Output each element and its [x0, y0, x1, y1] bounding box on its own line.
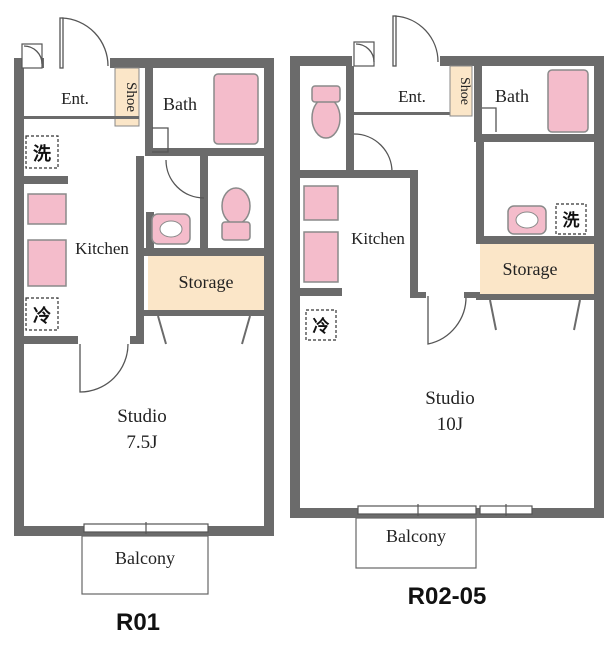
r02-studio-size: 10J	[437, 414, 463, 435]
r01-wall-left	[14, 58, 24, 536]
r02-storage-wall-bottom	[476, 294, 604, 300]
r01-wall-right	[264, 58, 274, 536]
r01-fridge-label: 冷	[33, 305, 51, 326]
r02-balcony-window	[357, 505, 477, 515]
r02-toilet	[311, 97, 341, 139]
r01-washer-label: 洗	[33, 143, 51, 164]
r02-wall-right	[594, 56, 604, 518]
r02-bath-label: Bath	[495, 86, 529, 106]
r02-toilet-wall-bottom	[300, 170, 410, 178]
r02-kitchen-divider	[410, 170, 418, 296]
r02-wash-wall	[476, 142, 484, 238]
r01-toilet-wall	[200, 156, 208, 248]
r02-balcony-label: Balcony	[386, 526, 446, 546]
r01-kitchen-counter-top	[27, 193, 67, 225]
r02-shoe-label: Shoe	[457, 77, 472, 105]
r01-storage-label: Storage	[179, 272, 234, 292]
r01-bath-door	[152, 127, 169, 153]
r02-shoe-cabinet	[449, 65, 473, 117]
r01-toilet-door-arc	[165, 159, 205, 199]
r02-entrance-door	[353, 15, 439, 67]
r02-entrance-label: Ent.	[398, 87, 426, 106]
r02-toilet-wall	[346, 66, 354, 178]
r02-storage-doors	[489, 299, 581, 331]
r01-kitchen-wall	[24, 176, 68, 184]
r02-fridge-symbol	[305, 309, 337, 341]
r02-toilet-tank	[311, 85, 341, 103]
r02-wall-left	[290, 56, 300, 518]
r01-wall-top-b	[110, 58, 274, 68]
r01-storage	[148, 256, 264, 310]
r01-entrance-label: Ent.	[61, 89, 89, 108]
r01-studio-size: 7.5J	[126, 432, 157, 453]
r01-storage-wall-bottom	[142, 310, 274, 316]
r01-bath-label: Bath	[163, 94, 197, 114]
r02-studio-wall-a	[410, 292, 426, 298]
r01-bath-wall-left	[145, 68, 153, 156]
r01-studio-label: Studio	[117, 406, 167, 427]
r02-storage	[480, 244, 594, 294]
r02-title: R02-05	[408, 583, 487, 610]
r01-entrance-door	[21, 17, 109, 69]
r01-balcony-label: Balcony	[115, 548, 175, 568]
r01-title: R01	[116, 609, 160, 636]
plan-r01: Shoe Ent. Bath Storage 洗 Kitchen	[14, 17, 274, 636]
r01-balcony	[81, 535, 209, 595]
r02-storage-wall-top	[476, 236, 604, 244]
r01-wash-wall	[146, 212, 154, 248]
r01-bathtub	[213, 73, 259, 145]
r01-storage-wall-top	[142, 248, 274, 256]
r01-kitchen-label: Kitchen	[75, 239, 129, 258]
r02-storage-label: Storage	[503, 259, 558, 279]
r02-entrance-step	[354, 112, 450, 115]
r02-toilet-door	[353, 133, 393, 173]
r02-kitchen-counter-top	[303, 185, 339, 221]
r02-bathtub	[547, 69, 589, 133]
r02-wall-top-b	[440, 56, 604, 66]
r02-kitchen-wall-bottom	[300, 288, 342, 296]
r02-fridge-label: 冷	[313, 316, 330, 336]
r01-fridge-symbol	[25, 297, 59, 331]
r02-balcony	[355, 517, 477, 569]
r02-studio-label: Studio	[425, 388, 475, 409]
r02-studio-door	[427, 295, 467, 345]
r02-kitchen-label: Kitchen	[351, 229, 405, 248]
r02-washer-label: 洗	[563, 210, 580, 230]
r02-washer-symbol	[555, 203, 587, 235]
r02-wall-top-a	[290, 56, 352, 66]
r01-studio-wall-a	[24, 336, 78, 344]
r02-bath-wall	[474, 66, 482, 142]
r01-washer-symbol	[25, 135, 59, 169]
r01-toilet-tank	[221, 221, 251, 241]
r01-kitchen-sink	[27, 239, 67, 287]
r01-bath-wall-bottom	[145, 148, 274, 156]
r01-entrance-step	[24, 116, 139, 119]
r01-studio-door	[79, 343, 129, 393]
r01-shoe-label: Shoe	[123, 82, 139, 112]
r02-bath-wall-bottom	[474, 134, 604, 142]
r02-studio-wall-b	[464, 292, 480, 298]
r01-toilet	[221, 187, 251, 225]
plan-r02-05: Ent. Shoe Bath 洗 Storage Kitchen 冷	[290, 15, 604, 610]
r02-bath-door	[482, 107, 497, 132]
r01-storage-doors	[157, 315, 251, 345]
r01-kitchen-divider	[136, 156, 144, 344]
r02-kitchen-sink	[303, 231, 339, 283]
